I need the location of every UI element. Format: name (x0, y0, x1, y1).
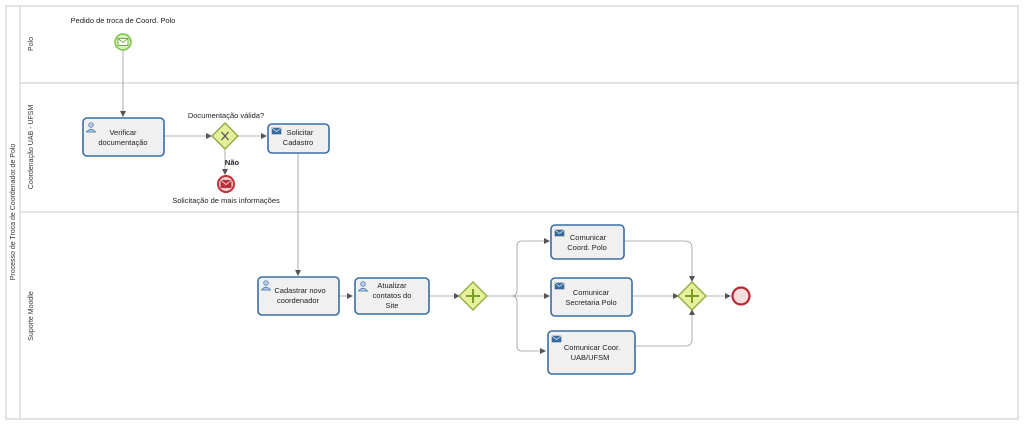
flow-polo-to-join (624, 240, 695, 282)
user-icon (85, 122, 97, 133)
lane-label-suporte: Suporte Moodle (28, 291, 35, 341)
user-icon (357, 281, 369, 292)
lane-label-coordenacao: Coordenação UAB - UFSM (28, 105, 35, 190)
pool-label: Processo de Troca de Coordenador de Polo (10, 144, 17, 281)
plus-icon (466, 289, 480, 303)
lane-label-polo: Polo (28, 37, 35, 51)
task-label-line: documentação (98, 138, 147, 147)
end-event[interactable] (731, 286, 751, 306)
gateway-question: Documentação válida? (188, 111, 264, 120)
task-solicitar-cadastro[interactable]: Solicitar Cadastro (267, 123, 330, 154)
task-label-line: UAB/UFSM (571, 353, 610, 362)
task-label-line: contatos do (373, 291, 412, 300)
error-end-label: Solicitação de mais informações (172, 196, 280, 205)
parallel-gateway-split[interactable] (458, 281, 488, 311)
envelope-icon (271, 127, 282, 135)
task-label-line: Secretaria Polo (565, 298, 616, 307)
task-label-line: Site (386, 301, 399, 310)
user-icon (260, 280, 272, 291)
task-atualizar-contatos[interactable]: Atualizar contatos do Site (354, 277, 430, 315)
task-label-line: Cadastro (283, 138, 313, 147)
task-verificar-documentacao[interactable]: Verificar documentação (82, 117, 165, 157)
task-label-line: Comunicar Coor. (564, 343, 620, 352)
exclusive-gateway[interactable] (211, 122, 239, 150)
task-label-line: Atualizar (377, 281, 407, 290)
gateway-no-label: Não (225, 158, 240, 167)
task-label-line: Coord. Polo (567, 243, 607, 252)
envelope-icon (554, 282, 565, 290)
flow-split-to-uab (511, 295, 546, 354)
task-comunicar-coord-polo[interactable]: Comunicar Coord. Polo (550, 224, 625, 260)
task-label-line: Verificar (109, 128, 137, 137)
task-label-line: coordenador (277, 296, 320, 305)
start-message-event[interactable] (114, 33, 132, 51)
envelope-icon (554, 229, 565, 237)
plus-icon (685, 289, 699, 303)
task-label-line: Solicitar (287, 128, 314, 137)
task-cadastrar-novo-coordenador[interactable]: Cadastrar novo coordenador (257, 276, 340, 316)
task-comunicar-secretaria-polo[interactable]: Comunicar Secretaria Polo (550, 277, 633, 317)
flow-uab-to-join (635, 309, 695, 347)
x-icon (221, 131, 229, 141)
task-label-line: Comunicar (570, 233, 607, 242)
task-comunicar-coor-uab[interactable]: Comunicar Coor. UAB/UFSM (547, 330, 636, 375)
parallel-gateway-join[interactable] (677, 281, 707, 311)
task-label-line: Comunicar (573, 288, 610, 297)
start-event-label: Pedido de troca de Coord. Polo (71, 16, 176, 25)
envelope-icon (551, 335, 562, 343)
end-message-event-more-info[interactable] (217, 175, 235, 193)
task-label-line: Cadastrar novo (274, 286, 325, 295)
